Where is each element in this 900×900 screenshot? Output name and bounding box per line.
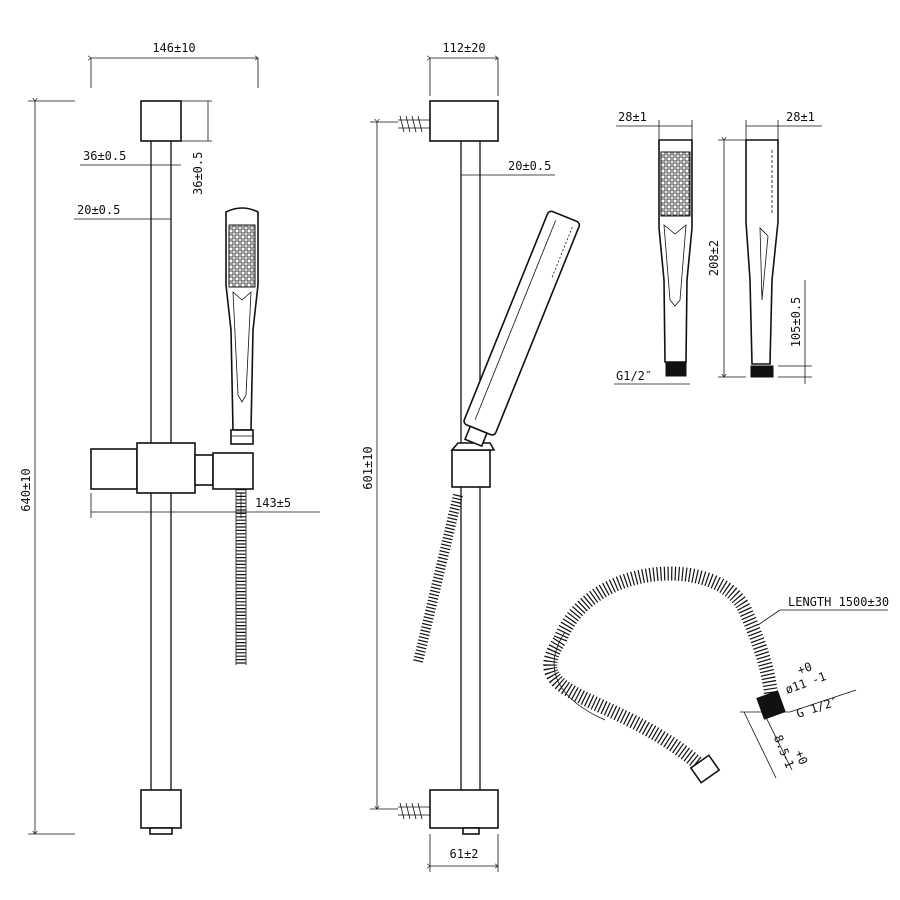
front-bottom-cap-base	[149, 827, 173, 835]
dim-front-cap-width: 36±0.5	[83, 149, 126, 163]
front-view	[90, 100, 259, 835]
dim-handset-side-width: 28±1	[786, 110, 815, 124]
dim-side-fix-height: 601±10	[361, 446, 375, 489]
dim-hose-nut-tol-plus: +0	[792, 748, 810, 767]
hose-coil	[543, 566, 779, 771]
dim-front-rail-width: 146±10	[152, 41, 195, 55]
dim-handset-thread: G1/2″	[616, 369, 652, 383]
dim-handset-length: 208±2	[707, 240, 721, 276]
front-slider-holder	[212, 452, 254, 490]
front-slider-knob	[90, 448, 138, 490]
side-slider	[451, 449, 491, 488]
dim-front-rail-dia: 20±0.5	[77, 203, 120, 217]
dim-hose-dia-tol-plus: +0	[796, 659, 814, 677]
front-slider-arm	[194, 454, 214, 486]
side-top-bracket	[429, 100, 499, 142]
handset-side-dimensions: 28±1 208±2 105±0.5	[707, 110, 822, 384]
handset-front-detail	[658, 139, 693, 377]
front-handset	[225, 207, 259, 445]
dim-hose-nut-tol-minus: -1	[778, 751, 796, 770]
front-slider-body	[136, 442, 196, 494]
front-bottom-cap	[140, 789, 182, 829]
side-bottom-screw	[398, 802, 430, 820]
dim-side-depth: 112±20	[442, 41, 485, 55]
dim-handset-head: 105±0.5	[789, 297, 803, 348]
side-handset	[463, 210, 581, 448]
dim-hose-thread: G 1/2″	[795, 694, 841, 721]
side-hose	[413, 493, 463, 664]
dim-side-rail-dia: 20±0.5	[508, 159, 551, 173]
handset-front-dimensions: 28±1 G1/2″	[614, 110, 693, 385]
side-view	[398, 100, 581, 835]
dim-hose-dia: ø11	[783, 676, 808, 697]
side-top-screw	[398, 115, 430, 133]
side-bottom-bracket	[429, 789, 499, 829]
front-top-cap	[140, 100, 182, 142]
dim-front-total-height: 640±10	[19, 468, 33, 511]
dim-hose-dia-tol-minus: -1	[810, 669, 828, 687]
dim-front-cap-height: 36±0.5	[191, 152, 205, 195]
front-dimensions: 146±10 36±0.5 36±0.5 20±0.5 640±10 143±5	[19, 41, 320, 834]
dim-side-bracket-width: 61±2	[450, 847, 479, 861]
hose-end-nut	[756, 690, 786, 720]
dim-hose-length: LENGTH 1500±30	[788, 595, 889, 609]
dim-handset-front-width: 28±1	[618, 110, 647, 124]
hose-end-cone	[689, 754, 721, 784]
dim-front-slider-reach: 143±5	[255, 496, 291, 510]
hose-dimensions: LENGTH 1500±30 +0 ø11 -1 G 1/2″ 8.5 -1 +…	[740, 595, 889, 779]
handset-side-detail	[745, 139, 779, 378]
side-dimensions: 112±20 20±0.5 601±10 61±2	[361, 41, 555, 872]
